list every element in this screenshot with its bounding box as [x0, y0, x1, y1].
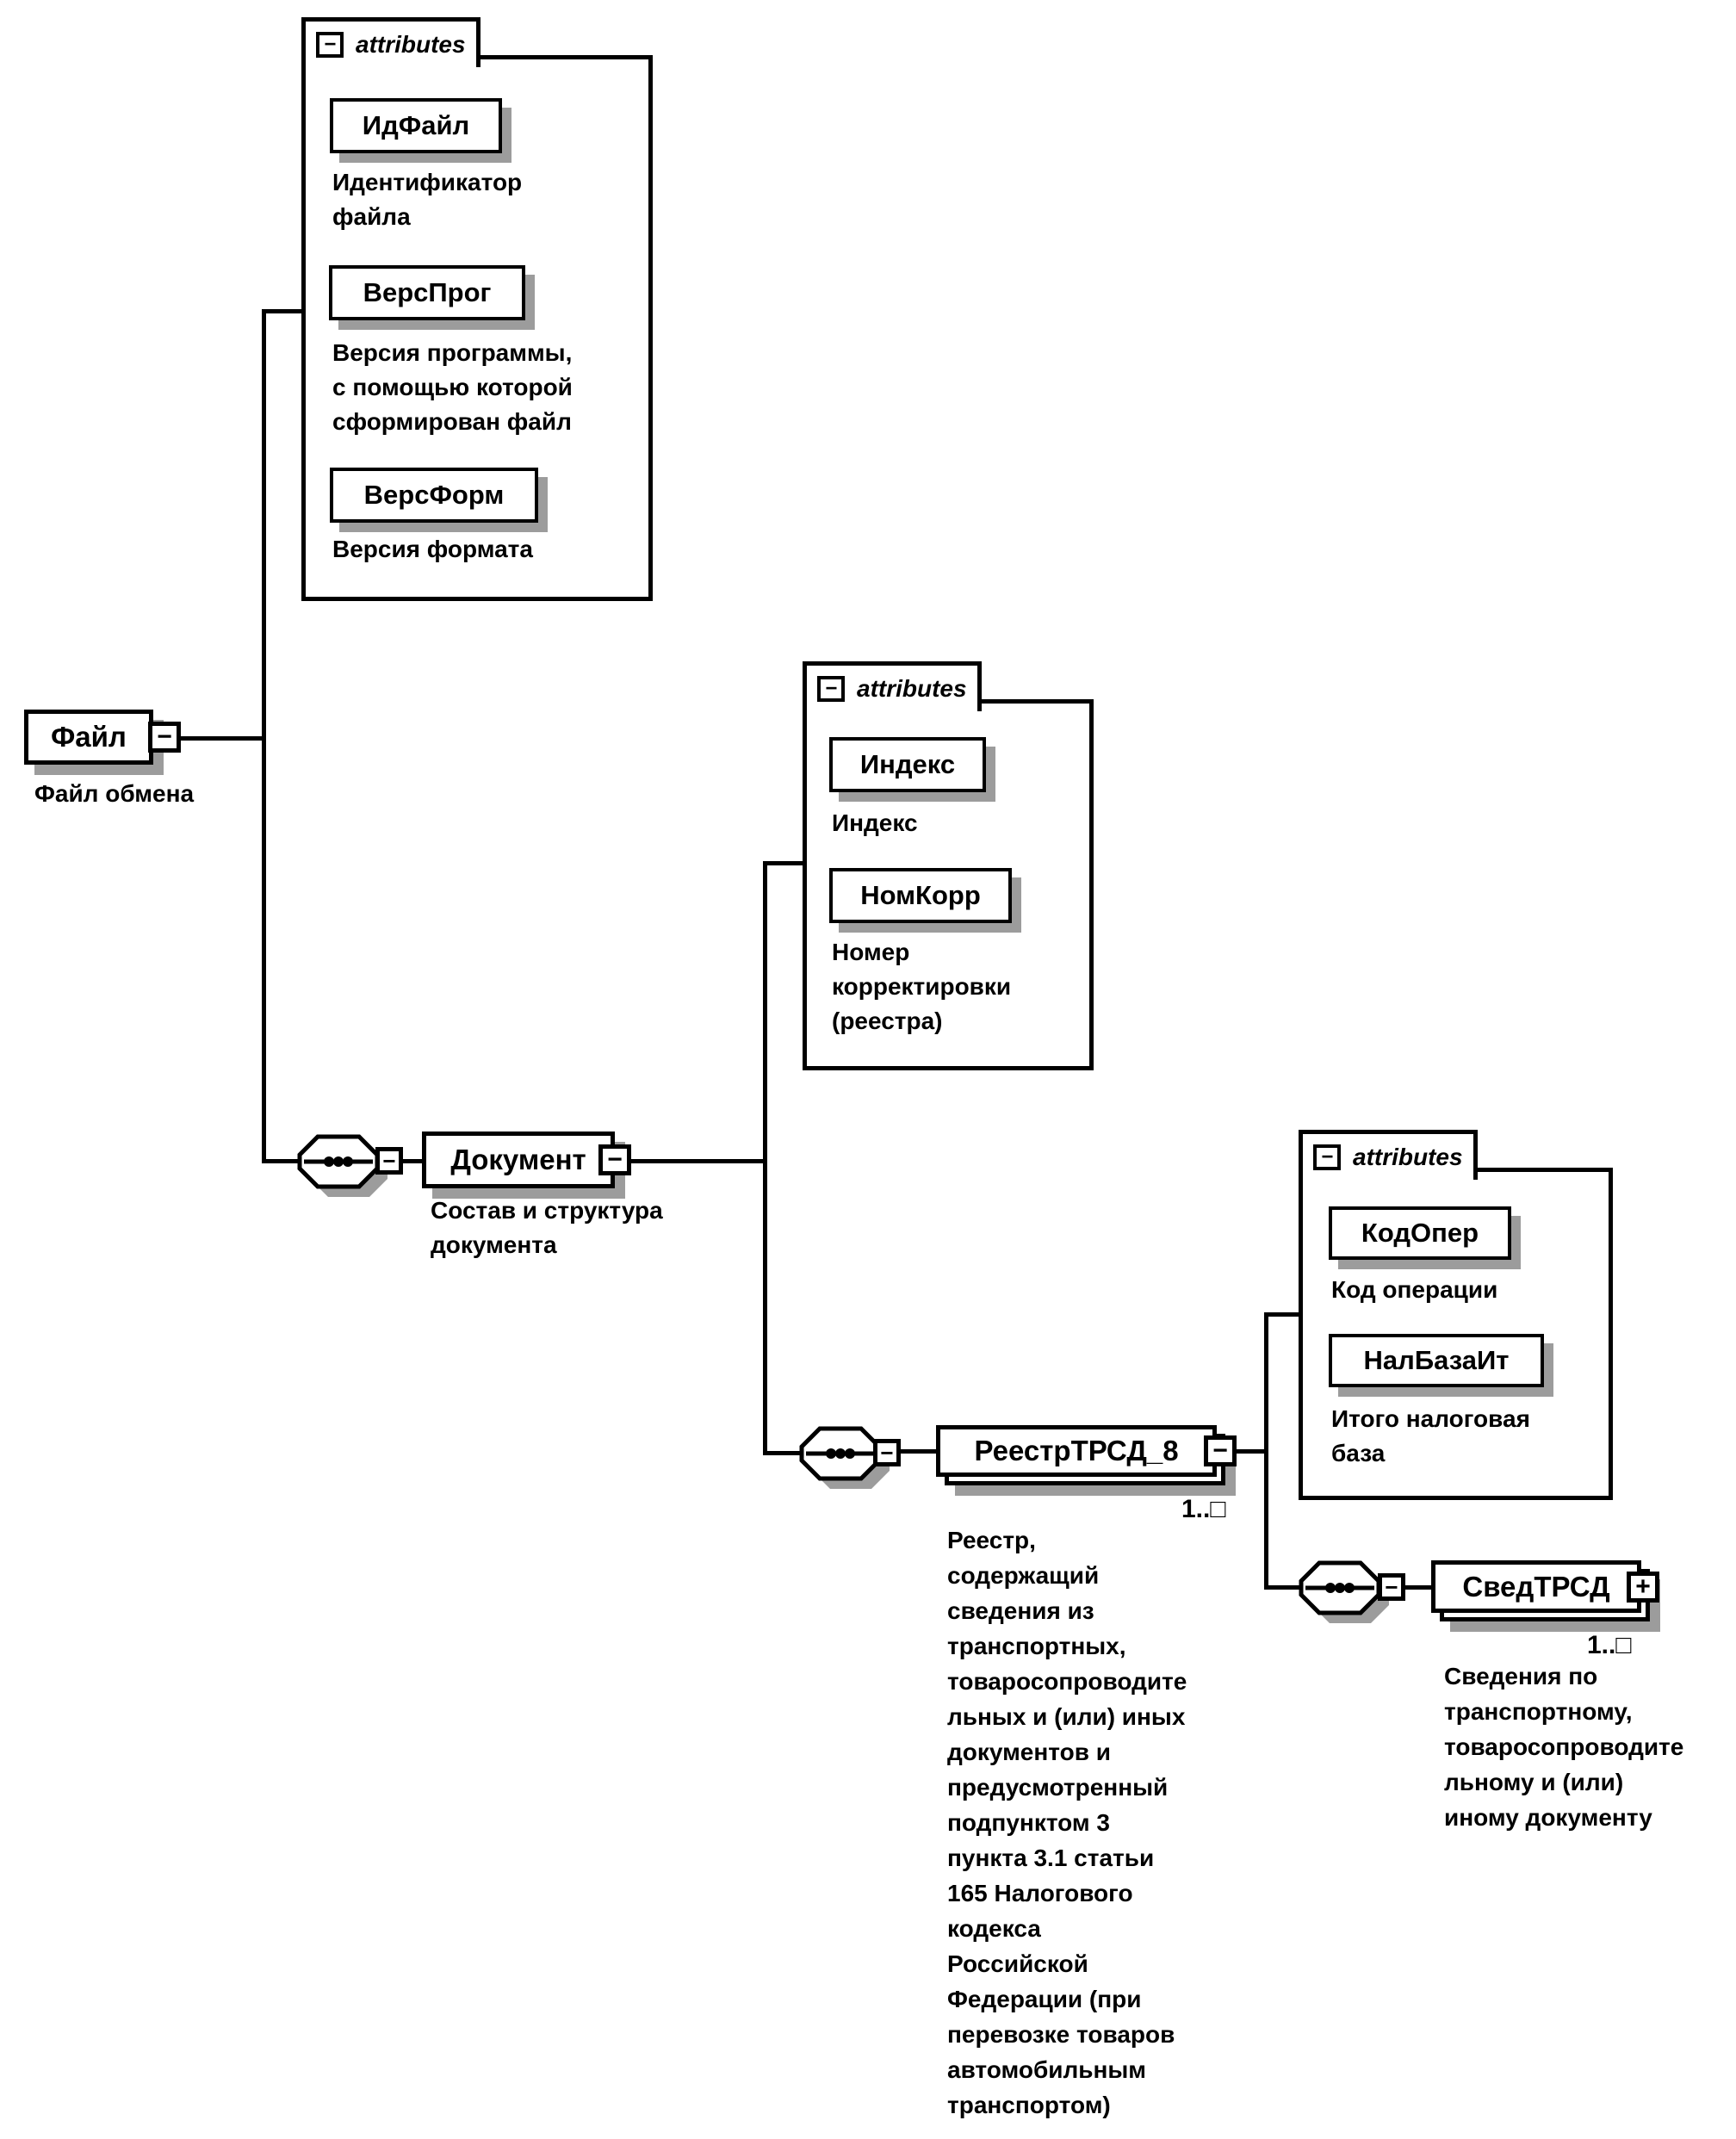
collapse-icon[interactable]: − [873, 1439, 901, 1466]
expand-icon[interactable]: + [1627, 1572, 1659, 1603]
attribute-versprog-annotation: Версия программы, с помощью которой сфор… [332, 339, 573, 435]
connector-line [177, 736, 265, 741]
attribute-indeks-annotation: Индекс [832, 809, 918, 836]
attributes-tab-label: attributes [1353, 1143, 1463, 1170]
attributes-tab-label: attributes [356, 30, 466, 58]
connector-line [262, 1159, 301, 1163]
collapse-icon[interactable]: − [316, 31, 344, 58]
sequence-icon[interactable] [1299, 1560, 1395, 1629]
attribute-versprog[interactable]: ВерсПрог [329, 265, 525, 320]
element-sved[interactable]: СведТРСД [1431, 1560, 1641, 1613]
attribute-label: НалБазаИт [1363, 1345, 1510, 1375]
collapse-icon[interactable]: − [817, 675, 845, 702]
element-reestr-label: РеестрТРСД_8 [974, 1435, 1179, 1466]
connector-line [763, 861, 804, 865]
attribute-versform[interactable]: ВерсФорм [330, 468, 538, 523]
element-reestr-cardinality: 1..□ [1181, 1495, 1226, 1523]
connector-line [1264, 1312, 1268, 1590]
element-sved-cardinality: 1..□ [1587, 1631, 1632, 1659]
connector-line [763, 1451, 803, 1455]
element-document-label: Документ [450, 1144, 586, 1175]
element-file[interactable]: Файл [24, 710, 153, 765]
connector-line [262, 309, 303, 313]
attribute-label: ВерсПрог [363, 277, 492, 307]
attribute-nalbazait-annotation: Итого налоговая база [1331, 1405, 1530, 1466]
collapse-icon[interactable]: − [598, 1144, 631, 1175]
attribute-kodoper-annotation: Код операции [1331, 1276, 1498, 1303]
element-sved-annotation: Сведения по транспортному, товаросопрово… [1444, 1663, 1684, 1831]
connector-line [398, 1159, 425, 1163]
collapse-icon[interactable]: − [1313, 1144, 1341, 1170]
collapse-icon[interactable]: − [375, 1147, 403, 1175]
attribute-label: НомКорр [860, 880, 981, 910]
connector-line [897, 1449, 939, 1454]
attributes-panel-file-tab: − attributes [301, 17, 480, 67]
connector-line [262, 309, 266, 1163]
connector-line [763, 861, 767, 1455]
attributes-tab-label: attributes [857, 674, 967, 702]
connector-line [1402, 1585, 1435, 1590]
element-reestr-annotation: Реестр, содержащий сведения из транспорт… [947, 1527, 1187, 2118]
attribute-label: ВерсФорм [363, 480, 505, 510]
connector-line [1264, 1585, 1302, 1590]
element-sved-label: СведТРСД [1462, 1570, 1610, 1603]
element-reestr[interactable]: РеестрТРСД_8 [936, 1425, 1217, 1477]
element-document[interactable]: Документ [422, 1132, 615, 1188]
element-file-label: Файл [51, 721, 127, 753]
attribute-indeks[interactable]: Индекс [829, 737, 986, 792]
attribute-idfail-annotation: Идентификатор файла [332, 169, 523, 230]
sequence-icon[interactable] [297, 1134, 394, 1203]
collapse-icon[interactable]: − [1204, 1435, 1237, 1466]
attribute-nomkorr-annotation: Номер корректировки (реестра) [832, 939, 1012, 1034]
attribute-label: ИдФайл [362, 110, 470, 140]
attribute-nomkorr[interactable]: НомКорр [829, 868, 1012, 923]
attribute-label: КодОпер [1361, 1218, 1479, 1248]
attribute-label: Индекс [859, 749, 956, 779]
connector-line [1230, 1449, 1268, 1454]
attribute-kodoper[interactable]: КодОпер [1329, 1206, 1511, 1260]
attribute-nalbazait[interactable]: НалБазаИт [1329, 1334, 1544, 1387]
sequence-icon[interactable] [799, 1426, 896, 1495]
element-file-annotation: Файл обмена [34, 780, 195, 807]
attribute-idfail[interactable]: ИдФайл [330, 98, 502, 153]
element-document-annotation: Состав и структура документа [431, 1197, 663, 1258]
collapse-icon[interactable]: − [1378, 1573, 1405, 1601]
connector-line [1264, 1312, 1302, 1317]
attributes-panel-document-tab: − attributes [803, 661, 982, 711]
attributes-panel-reestr-tab: − attributes [1299, 1130, 1478, 1180]
attribute-versform-annotation: Версия формата [332, 536, 533, 562]
collapse-icon[interactable]: − [148, 722, 181, 753]
connector-line [624, 1159, 766, 1163]
